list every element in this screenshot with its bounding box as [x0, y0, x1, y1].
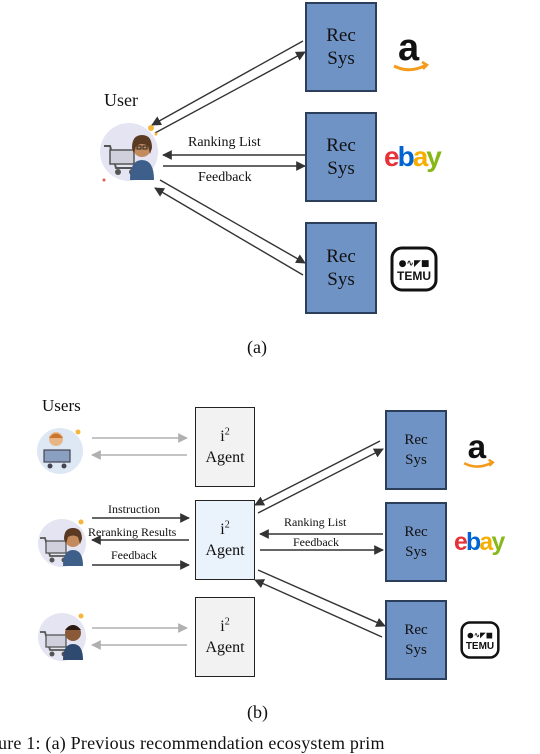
recsys-label-sys: Sys	[405, 642, 427, 658]
temu-logo: ●∿◤■ TEMU	[460, 621, 500, 659]
shopper-icon	[100, 123, 158, 182]
svg-text:●∿◤■: ●∿◤■	[399, 259, 430, 269]
caption-b: (b)	[247, 702, 268, 722]
feedback-label: Feedback	[198, 170, 252, 185]
recsys-label-rec: Rec	[326, 246, 356, 267]
arrow-temu-to-agent	[254, 579, 383, 638]
recsys-label-sys: Sys	[405, 452, 427, 468]
ebay-logo: ebay	[454, 529, 507, 556]
user-avatar-1	[34, 424, 86, 476]
recsys-label-rec: Rec	[404, 622, 428, 638]
recsys-label-sys: Sys	[327, 48, 355, 69]
agent-word: Agent	[205, 449, 245, 466]
shopper-icon	[38, 519, 86, 567]
amazon-logo: a	[393, 28, 430, 72]
user-avatar-3	[34, 608, 90, 664]
arrow-amazon-to-agent	[254, 440, 381, 506]
recsys-label-sys: Sys	[327, 158, 355, 179]
arrow-agent-to-amazon	[257, 448, 384, 514]
figure-caption: ure 1: (a) Previous recommendation ecosy…	[0, 733, 385, 753]
users-label: Users	[42, 396, 81, 415]
recsys-box-temu: Rec Sys	[305, 222, 377, 314]
svg-text:●∿◤■: ●∿◤■	[467, 631, 493, 640]
agent-word: Agent	[205, 542, 245, 559]
svg-text:ebay: ebay	[454, 529, 505, 556]
user-label: User	[104, 90, 138, 110]
recsys-label-sys: Sys	[327, 269, 355, 290]
instruction-label: Instruction	[108, 502, 160, 516]
feedback-right-label: Feedback	[293, 535, 339, 549]
shopper-icon	[37, 428, 83, 474]
svg-text:TEMU: TEMU	[397, 269, 431, 283]
feedback-left-label: Feedback	[111, 548, 157, 562]
shopper-icon	[38, 613, 86, 661]
recsys-box-amazon: Rec Sys	[305, 2, 377, 92]
user-avatar	[96, 118, 162, 184]
ebay-logo: ebay	[384, 141, 444, 172]
arrow-user-to-temu	[159, 179, 306, 264]
recsys-label-rec: Rec	[326, 135, 356, 156]
svg-text:a: a	[398, 28, 420, 69]
svg-text:TEMU: TEMU	[466, 641, 494, 652]
ranking-list-label-b: Ranking List	[284, 515, 347, 529]
agent-word: Agent	[205, 639, 245, 656]
arrow-temu-to-user	[154, 187, 304, 276]
recsys-label-sys: Sys	[405, 544, 427, 560]
agent-box-1: i2 Agent	[195, 407, 255, 487]
caption-a: (a)	[247, 337, 267, 357]
arrow-agent-to-temu	[257, 569, 386, 627]
reranking-results-label: Reranking Results	[88, 525, 177, 539]
agent-box-3: i2 Agent	[195, 597, 255, 677]
arrow-user-to-amazon	[154, 51, 306, 134]
recsys-box-b-ebay: Rec Sys	[385, 502, 447, 582]
temu-logo: ●∿◤■ TEMU	[390, 246, 438, 292]
recsys-label-rec: Rec	[326, 25, 356, 46]
svg-text:ebay: ebay	[384, 141, 442, 172]
recsys-box-b-temu: Rec Sys	[385, 600, 447, 680]
agent-box-2: i2 Agent	[195, 500, 255, 580]
svg-text:a: a	[468, 430, 487, 466]
agent-name: i2	[220, 426, 230, 445]
recsys-box-b-amazon: Rec Sys	[385, 410, 447, 490]
recsys-box-ebay: Rec Sys	[305, 112, 377, 202]
arrow-amazon-to-user	[151, 40, 304, 126]
recsys-label-rec: Rec	[404, 432, 428, 448]
amazon-logo: a	[463, 430, 495, 468]
user-avatar-2	[34, 514, 90, 570]
ranking-list-label: Ranking List	[188, 135, 261, 150]
agent-name: i2	[220, 519, 230, 538]
recsys-label-rec: Rec	[404, 524, 428, 540]
agent-name: i2	[220, 616, 230, 635]
